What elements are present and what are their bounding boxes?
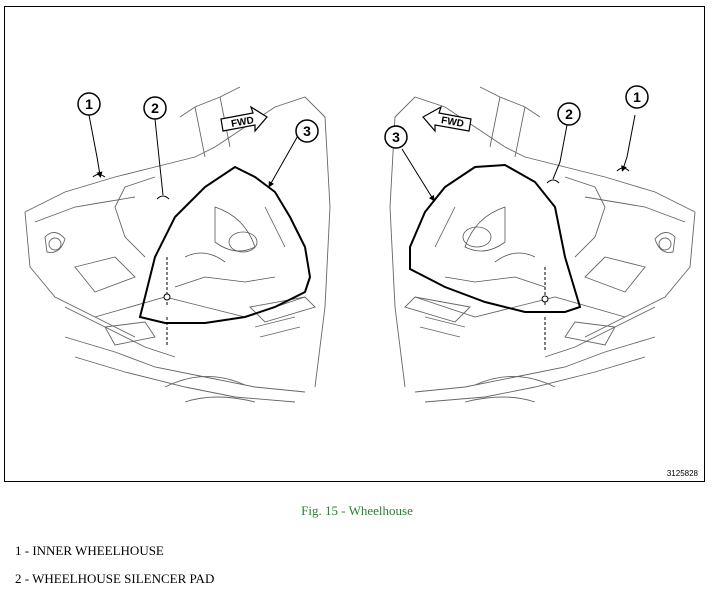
left-view <box>24 86 331 403</box>
right-silencer-pad-outline <box>409 163 582 313</box>
right-fwd-arrow <box>422 105 472 133</box>
legend: 1 - INNER WHEELHOUSE 2 - WHEELHOUSE SILE… <box>15 543 214 599</box>
figure-number: 3125828 <box>666 469 698 478</box>
figure-caption: Fig. 15 - Wheelhouse <box>301 503 413 518</box>
left-callout-1: 1 <box>85 96 93 112</box>
left-body-structure <box>24 86 331 403</box>
right-view <box>389 86 696 403</box>
figure-frame: 1 2 3 1 2 3 FWD FWD 3125828 <box>4 6 705 482</box>
left-callouts <box>77 92 319 143</box>
right-callout-3: 3 <box>392 129 400 145</box>
right-callout-2: 2 <box>565 106 573 122</box>
wheelhouse-illustration: 1 2 3 1 2 3 FWD FWD <box>24 85 696 403</box>
left-fwd-arrow <box>220 105 268 133</box>
right-fwd-label: FWD <box>440 115 464 130</box>
legend-item-silencer-pad: 2 - WHEELHOUSE SILENCER PAD <box>15 571 215 586</box>
right-callout-1: 1 <box>633 89 641 105</box>
left-silencer-pad-detail <box>174 206 286 288</box>
legend-item-inner-wheelhouse: 1 - INNER WHEELHOUSE <box>15 543 164 558</box>
right-body-structure <box>389 86 696 403</box>
left-silencer-pad-outline <box>138 165 312 324</box>
right-callouts <box>384 85 649 149</box>
right-silencer-pad-detail <box>434 206 546 288</box>
left-fwd-label: FWD <box>230 115 254 130</box>
left-callout-3: 3 <box>303 123 311 139</box>
left-callout-2: 2 <box>151 100 159 116</box>
